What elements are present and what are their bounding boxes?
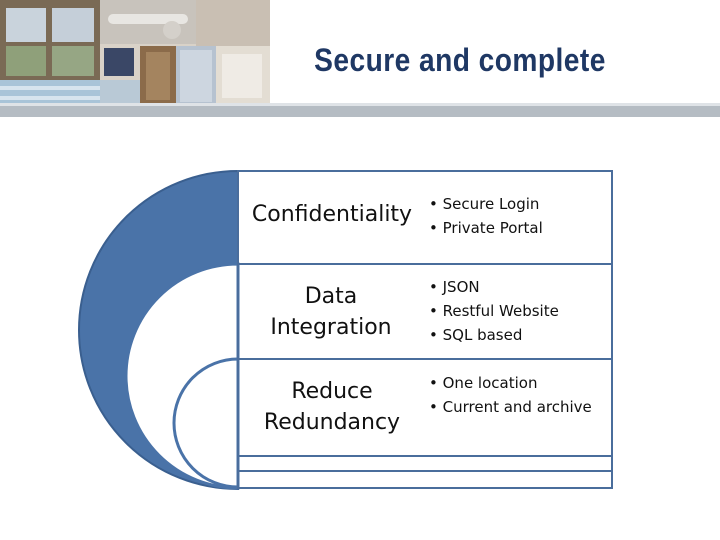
photo-collage-image xyxy=(0,0,270,106)
bullet-item: SQL based xyxy=(429,323,609,347)
bullet-item: Private Portal xyxy=(429,216,609,240)
heading-reduce-redundancy: Reduce Redundancy xyxy=(263,379,401,435)
bullet-item: Current and archive xyxy=(429,395,609,419)
heading-confidentiality: Confidentiality xyxy=(251,202,413,227)
header-band-highlight xyxy=(0,103,720,106)
bullets-data-integration: JSON Restful Website SQL based xyxy=(429,275,609,347)
content-panel xyxy=(237,170,613,489)
bullets-confidentiality: Secure Login Private Portal xyxy=(429,192,609,240)
bullet-item: JSON xyxy=(429,275,609,299)
bullet-item: One location xyxy=(429,371,609,395)
bullets-reduce-redundancy: One location Current and archive xyxy=(429,371,609,419)
bullet-item: Secure Login xyxy=(429,192,609,216)
header-photo-collage xyxy=(0,0,270,106)
slide-title: Secure and complete xyxy=(314,42,606,78)
header-band xyxy=(0,106,720,117)
bullet-item: Restful Website xyxy=(429,299,609,323)
heading-data-integration: Data Integration xyxy=(270,284,392,340)
inner-arc xyxy=(172,357,240,489)
